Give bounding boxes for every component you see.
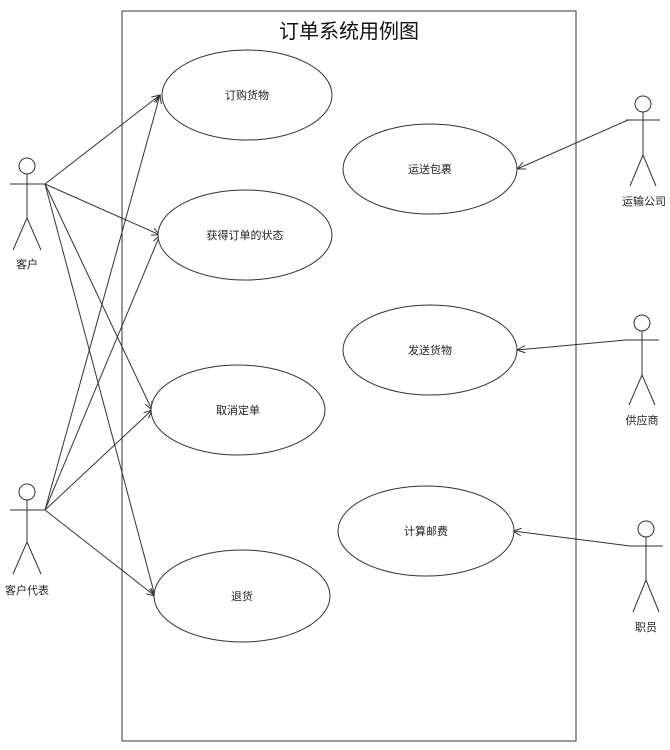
actor-label: 客户代表: [5, 583, 49, 597]
use-case-label: 获得订单的状态: [207, 228, 284, 242]
arrowhead: [153, 93, 162, 104]
association-line: [44, 183, 161, 236]
actor-head: [633, 314, 651, 332]
actor-left-leg: [632, 579, 647, 613]
use-case-ellipse: [157, 189, 333, 281]
association-line: [512, 530, 631, 547]
actor-supplier[interactable]: 供应商: [625, 314, 659, 427]
actor-left-leg: [12, 541, 28, 575]
actor-left-leg: [628, 374, 643, 406]
actor-left-leg: [12, 217, 28, 251]
actor-label: 客户: [16, 257, 38, 271]
actor-right-leg: [26, 541, 42, 575]
association-lines: [44, 93, 631, 598]
actor-right-leg: [641, 374, 656, 406]
actor-head: [637, 520, 655, 538]
association-line: [44, 234, 161, 511]
use-case-label: 计算邮费: [404, 524, 448, 538]
use-case-label: 退货: [231, 589, 253, 603]
actor-head: [634, 95, 652, 113]
use-case-label: 运送包裹: [408, 162, 452, 176]
actor-right-leg: [642, 154, 657, 187]
use-case-order-goods[interactable]: 订购货物: [161, 49, 333, 141]
use-case-get-order-status[interactable]: 获得订单的状态: [157, 189, 333, 281]
actor-customer-representative[interactable]: 客户代表: [5, 483, 49, 597]
association-line: [44, 183, 153, 411]
actor-head: [18, 483, 36, 501]
actor-label: 职员: [635, 621, 657, 634]
actor-shipping-company[interactable]: 运输公司: [622, 95, 666, 208]
actor-customer[interactable]: 客户: [10, 157, 46, 271]
association-line: [44, 409, 153, 511]
actor-right-leg: [645, 579, 660, 613]
association-line: [44, 183, 156, 597]
use-case-label: 发送货物: [408, 343, 452, 357]
use-case-ship-package[interactable]: 运送包裹: [342, 123, 518, 215]
system-boundary: [121, 10, 577, 742]
actor-head: [18, 157, 36, 175]
use-case-ellipse: [153, 549, 331, 643]
association-line: [44, 509, 156, 597]
association-line: [44, 94, 161, 511]
actor-label: 运输公司: [622, 194, 666, 208]
actor-clerk[interactable]: 职员: [629, 520, 663, 634]
diagram-title: 订单系统用例图: [279, 19, 419, 43]
use-case-label: 取消定单: [216, 403, 260, 417]
use-case-return-goods[interactable]: 退货: [153, 549, 331, 643]
use-case-label: 订购货物: [225, 88, 269, 102]
use-case-cancel-order[interactable]: 取消定单: [150, 364, 326, 456]
use-case-calculate-postage[interactable]: 计算邮费: [337, 485, 515, 577]
actor-label: 供应商: [626, 413, 659, 427]
use-case-ellipse: [161, 49, 333, 141]
use-case-ellipse: [342, 123, 518, 215]
association-line: [516, 119, 629, 170]
association-line: [516, 339, 627, 351]
association-line: [44, 94, 161, 185]
use-case-send-goods[interactable]: 发送货物: [342, 304, 518, 396]
use-case-ellipse: [150, 364, 326, 456]
actor-left-leg: [629, 154, 644, 187]
actor-right-leg: [26, 217, 42, 251]
use-case-ellipse: [342, 304, 518, 396]
use-case-ellipse: [337, 485, 515, 577]
